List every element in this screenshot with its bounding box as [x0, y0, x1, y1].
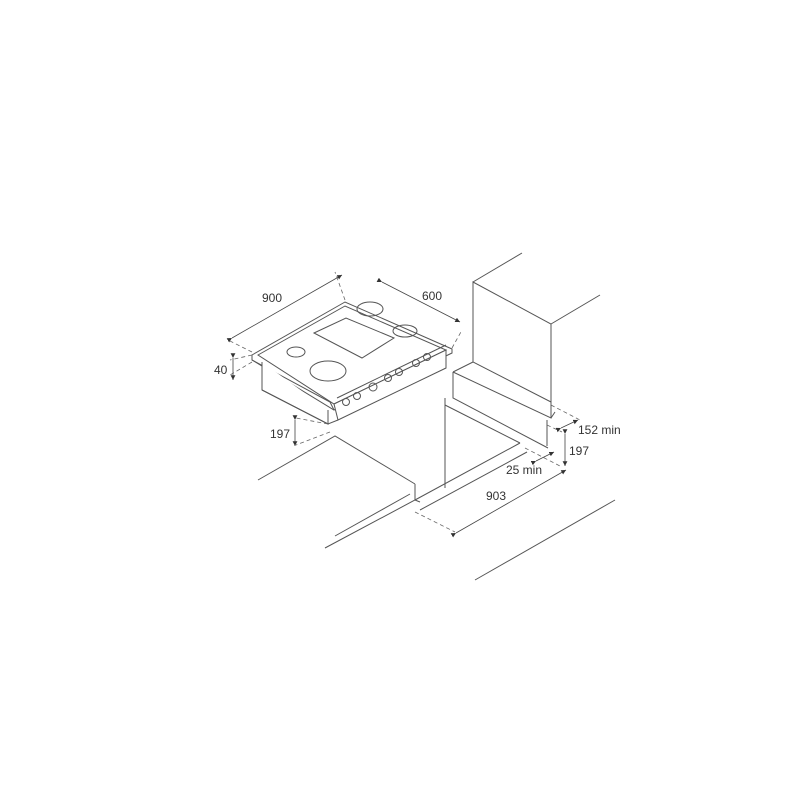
dimension-cutout-width-903: 903: [414, 469, 567, 538]
dimension-body-197: 197: [270, 415, 331, 446]
dimension-height-40: 40: [214, 353, 253, 380]
control-knobs: [342, 353, 431, 406]
label-body-height: 197: [270, 427, 290, 441]
countertop: [257, 435, 616, 581]
dimension-rear-152: 152 min: [546, 404, 621, 437]
cooktop: [251, 301, 453, 425]
label-depth: 600: [422, 289, 442, 303]
dimension-depth-600: 600: [376, 277, 463, 349]
label-rear-min: 152 min: [578, 423, 621, 437]
dimension-cutout-height-197: 197: [562, 429, 589, 466]
dimension-width-900: 900: [226, 271, 346, 353]
label-height: 40: [214, 363, 228, 377]
dimension-front-25: 25 min: [506, 447, 561, 477]
label-width: 900: [262, 291, 282, 305]
label-cutout-height: 197: [569, 444, 589, 458]
label-front-min: 25 min: [506, 463, 542, 477]
wall-cabinet: [444, 252, 601, 488]
label-cutout-width: 903: [486, 489, 506, 503]
